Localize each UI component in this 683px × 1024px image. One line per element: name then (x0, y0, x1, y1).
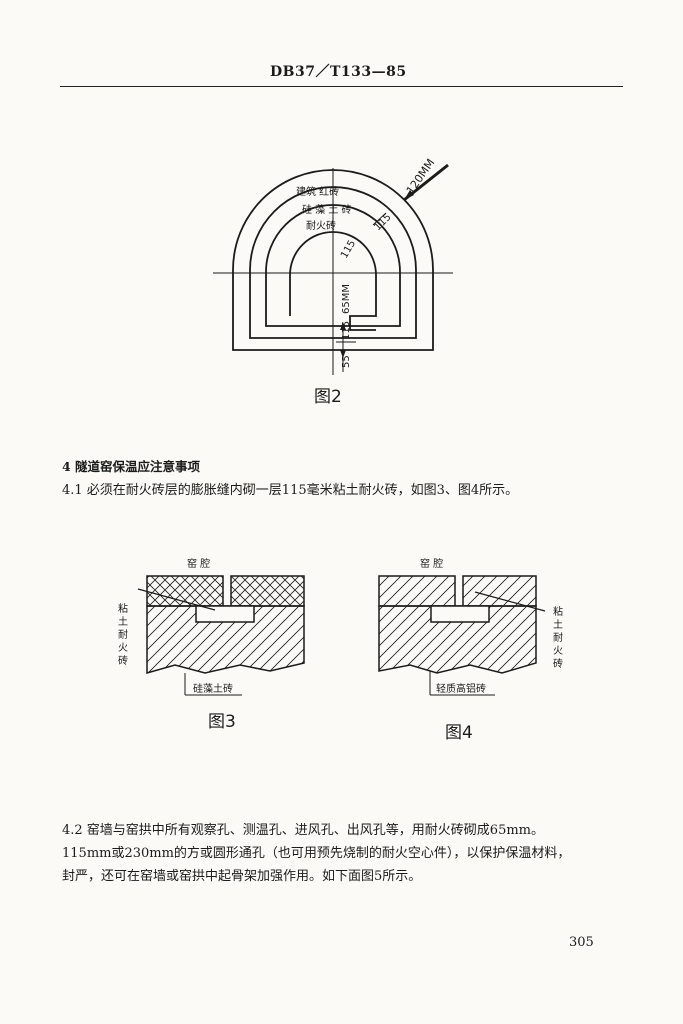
fig4-label-light-alumina-brick: 轻质高铝砖 (436, 682, 486, 695)
second-arch (249, 186, 417, 339)
dim-55: 55 (341, 355, 352, 368)
third-arch (265, 204, 401, 327)
figure-3-caption: 图3 (208, 712, 236, 732)
paragraph-4-2-line: 封严，还可在窑墙或窑拱中起骨架加强作用。如下面图5所示。 (62, 869, 422, 884)
paragraph-4-1: 4.1 必须在耐火砖层的膨胀缝内砌一层115毫米粘土耐火砖，如图3、图4所示。 (62, 483, 519, 498)
svg-text:粘: 粘 (553, 605, 563, 618)
fig3-label-kiln-cavity: 窑 腔 (187, 557, 210, 570)
svg-text:砖: 砖 (118, 654, 128, 667)
svg-text:耐: 耐 (553, 631, 563, 644)
dim-65mm: 65MM (341, 284, 352, 314)
figure-2-diagram: 建筑 红砖 硅 藻 土 砖 耐火砖 120MM 115 115 65MM 115… (213, 157, 453, 375)
svg-text:火: 火 (118, 642, 128, 654)
label-inner-layer: 耐火砖 (306, 219, 336, 232)
fig4-label-kiln-cavity: 窑 腔 (420, 557, 443, 570)
svg-text:火: 火 (553, 645, 563, 657)
fig3-label-clay-brick: 粘 土 耐 火 砖 (118, 602, 128, 667)
section-4-heading: 4 隧道窑保温应注意事项 (62, 459, 201, 474)
header-rule (60, 86, 623, 87)
figure-4-caption: 图4 (445, 723, 473, 743)
dim-115-b: 115 (339, 238, 358, 260)
svg-text:粘: 粘 (118, 602, 128, 615)
dim-115-c: 115 (341, 321, 352, 340)
figure-4-drawing (378, 575, 546, 696)
figure-3-drawing (137, 575, 305, 696)
document-header: DB37／T133—85 (270, 64, 407, 80)
fig4-label-clay-brick: 粘 土 耐 火 砖 (553, 605, 563, 670)
fig3-label-diatomite-brick: 硅藻土砖 (193, 682, 233, 695)
label-outer-layer: 建筑 红砖 (296, 185, 339, 198)
svg-text:土: 土 (553, 618, 563, 631)
outer-arch (232, 169, 434, 351)
svg-text:耐: 耐 (118, 628, 128, 641)
svg-text:土: 土 (118, 615, 128, 628)
figures-3-4-diagram: 窑 腔 粘 土 耐 火 砖 硅藻土砖 窑 腔 粘 土 耐 火 砖 轻质高铝砖 (118, 557, 563, 696)
paragraph-4-2-line: 4.2 窑墙与窑拱中所有观察孔、测温孔、进风孔、出风孔等，用耐火砖砌成65mm。 (62, 823, 545, 838)
dim-115-a: 115 (372, 212, 393, 233)
paragraph-4-2: 4.2 窑墙与窑拱中所有观察孔、测温孔、进风孔、出风孔等，用耐火砖砌成65mm。… (62, 819, 622, 888)
svg-text:砖: 砖 (553, 657, 563, 670)
label-middle-layer: 硅 藻 土 砖 (302, 203, 352, 216)
paragraph-4-2-line: 115mm或230mm的方或圆形通孔（也可用预先烧制的耐火空心件），以保护保温材… (62, 846, 571, 861)
figure-2-caption: 图2 (314, 387, 342, 407)
page-number: 305 (569, 935, 594, 950)
